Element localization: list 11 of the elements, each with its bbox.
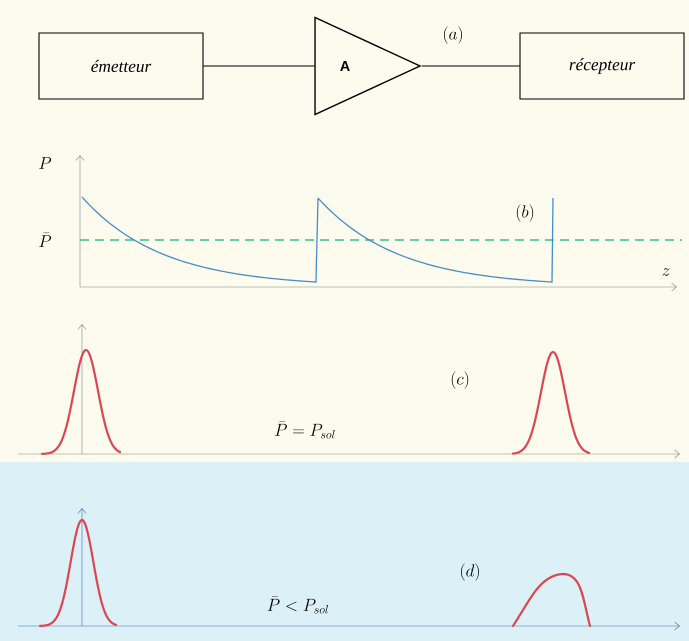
panel-label: $(b)$ [516, 204, 534, 222]
panel-label: $P$ [39, 157, 52, 169]
panel-label: $(a)$ [444, 26, 462, 44]
block-box: récepteur [519, 32, 685, 100]
panel-label: $\bar{P} = P_{sol}$ [275, 421, 335, 438]
panel-label: $(c)$ [452, 371, 468, 389]
block-box: émetteur [38, 32, 204, 100]
panel-label: $\bar{P}$ [39, 232, 52, 248]
panel-label: $(d)$ [461, 563, 479, 581]
panel-label: $\bar{P} < P_{sol}$ [268, 596, 328, 614]
panel-label: $z$ [662, 268, 670, 276]
